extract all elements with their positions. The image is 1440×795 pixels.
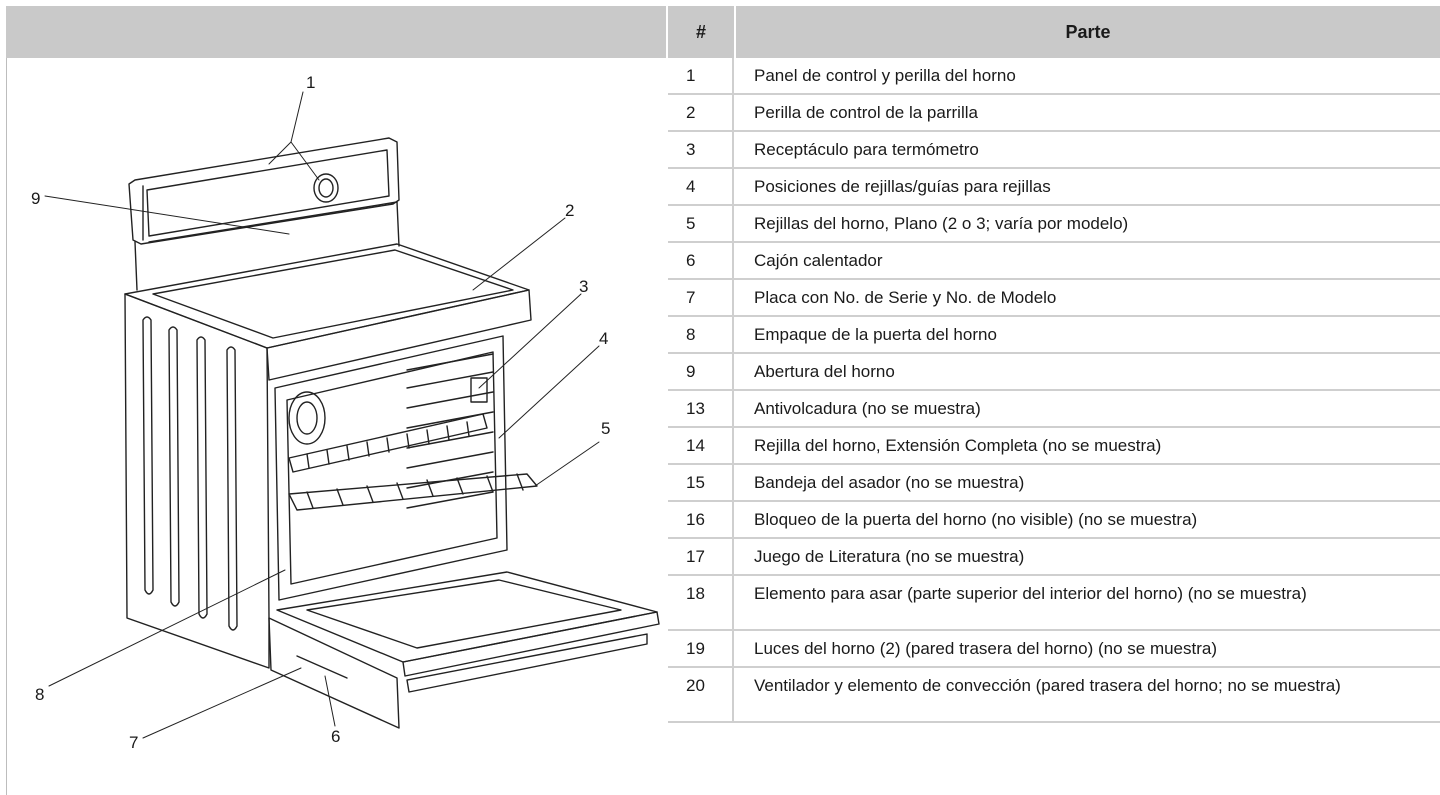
table-row: 14 Rejilla del horno, Extensión Completa … — [668, 428, 1440, 465]
callout-9: 9 — [31, 189, 40, 208]
row-part: Perilla de control de la parrilla — [754, 103, 978, 122]
row-number: 14 — [668, 428, 734, 463]
callout-6: 6 — [331, 727, 340, 746]
row-part: Cajón calentador — [754, 251, 883, 270]
row-number: 18 — [668, 576, 734, 629]
row-part: Luces del horno (2) (pared trasera del h… — [754, 639, 1218, 658]
oven-door-window — [306, 579, 622, 649]
row-number: 7 — [668, 280, 734, 315]
oven-cavity-inner — [286, 351, 498, 585]
row-part: Antivolcadura (no se muestra) — [754, 399, 981, 418]
table-row: 17 Juego de Literatura (no se muestra) — [668, 539, 1440, 576]
row-part: Ventilador y elemento de convección (par… — [754, 676, 1341, 695]
column-header-part: Parte — [1065, 22, 1111, 42]
row-part: Rejilla del horno, Extensión Completa (n… — [754, 436, 1162, 455]
row-part: Posiciones de rejillas/guías para rejill… — [754, 177, 1051, 196]
figure-column: 1 9 2 3 4 5 8 7 6 — [6, 6, 667, 795]
cooktop-back-riser — [134, 201, 400, 291]
row-number: 17 — [668, 539, 734, 574]
table-row: 7 Placa con No. de Serie y No. de Modelo — [668, 280, 1440, 317]
row-part: Abertura del horno — [754, 362, 895, 381]
row-part: Elemento para asar (parte superior del i… — [754, 584, 1307, 603]
table-row: 3 Receptáculo para termómetro — [668, 132, 1440, 169]
callout-7: 7 — [129, 733, 138, 752]
cooktop-surface — [124, 243, 530, 349]
table-row: 4 Posiciones de rejillas/guías para rejil… — [668, 169, 1440, 206]
table-row: 9 Abertura del horno — [668, 354, 1440, 391]
row-number: 20 — [668, 668, 734, 721]
range-illustration: 1 9 2 3 4 5 8 7 6 — [31, 73, 660, 752]
row-part: Placa con No. de Serie y No. de Modelo — [754, 288, 1057, 307]
row-part: Rejillas del horno, Plano (2 o 3; varía … — [754, 214, 1129, 233]
table-row: 19 Luces del horno (2) (pared trasera del… — [668, 631, 1440, 668]
row-number: 5 — [668, 206, 734, 241]
row-number: 9 — [668, 354, 734, 389]
control-knob-icon — [313, 173, 339, 203]
row-number: 4 — [668, 169, 734, 204]
table-row: 8 Empaque de la puerta del horno — [668, 317, 1440, 354]
row-number: 15 — [668, 465, 734, 500]
row-part: Empaque de la puerta del horno — [754, 325, 997, 344]
row-part: Juego de Literatura (no se muestra) — [754, 547, 1025, 566]
row-number: 2 — [668, 95, 734, 130]
row-number: 16 — [668, 502, 734, 537]
row-number: 6 — [668, 243, 734, 278]
callout-8: 8 — [35, 685, 44, 704]
table-row: 6 Cajón calentador — [668, 243, 1440, 280]
callout-4: 4 — [599, 329, 608, 348]
thermometer-receptacle — [470, 377, 488, 403]
backguard-trim — [142, 185, 398, 243]
oven-rack-lower — [288, 473, 538, 511]
side-ribs — [142, 316, 238, 631]
table-row: 1 Panel de control y perilla del horno — [668, 58, 1440, 95]
table-row: 5 Rejillas del horno, Plano (2 o 3; varía… — [668, 206, 1440, 243]
table-row: 2 Perilla de control de la parrilla — [668, 95, 1440, 132]
table-row: 16 Bloqueo de la puerta del horno (no vis… — [668, 502, 1440, 539]
front-band — [266, 289, 532, 381]
header-divider — [734, 6, 736, 58]
parts-table: # Parte 1 Panel de control y perilla del … — [668, 6, 1440, 795]
warming-drawer — [268, 617, 400, 729]
table-header: # Parte — [668, 6, 1440, 58]
cooktop-inner — [152, 249, 514, 339]
row-part: Panel de control y perilla del horno — [754, 66, 1016, 85]
row-part: Bandeja del asador (no se muestra) — [754, 473, 1025, 492]
row-number: 8 — [668, 317, 734, 352]
table-row: 15 Bandeja del asador (no se muestra) — [668, 465, 1440, 502]
oven-rack-upper — [288, 413, 488, 473]
drawer-slot — [296, 655, 348, 679]
row-part: Bloqueo de la puerta del horno (no visib… — [754, 510, 1198, 529]
rack-guides — [406, 353, 494, 509]
convection-fan-icon — [288, 391, 326, 445]
range-illustration-panel: 1 9 2 3 4 5 8 7 6 — [6, 58, 667, 795]
left-side-panel — [124, 293, 270, 669]
callout-2: 2 — [565, 201, 574, 220]
table-row: 18 Elemento para asar (parte superior del… — [668, 576, 1440, 631]
callout-1: 1 — [306, 73, 315, 92]
table-row: 20 Ventilador y elemento de convección (p… — [668, 668, 1440, 723]
row-number: 13 — [668, 391, 734, 426]
callout-leader-lines — [44, 91, 600, 739]
row-number: 3 — [668, 132, 734, 167]
oven-door-front — [402, 611, 660, 677]
callout-5: 5 — [601, 419, 610, 438]
figure-header-blank — [6, 6, 666, 58]
oven-door-handle — [406, 633, 648, 693]
row-number: 19 — [668, 631, 734, 666]
row-number: 1 — [668, 58, 734, 93]
column-header-number: # — [695, 22, 706, 42]
oven-opening — [274, 335, 508, 601]
row-part: Receptáculo para termómetro — [754, 140, 979, 159]
backguard-outline — [128, 137, 400, 245]
callout-3: 3 — [579, 277, 588, 296]
table-row: 13 Antivolcadura (no se muestra) — [668, 391, 1440, 428]
